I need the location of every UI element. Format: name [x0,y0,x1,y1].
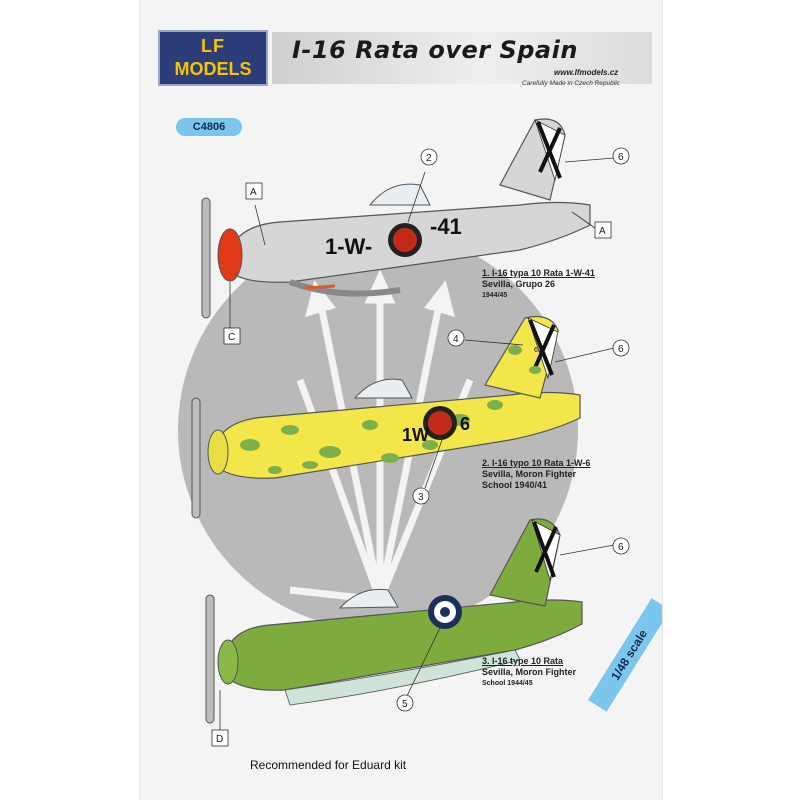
aircraft-2-tail-code: 61 [534,347,542,354]
caption-1-line1: 1. I-16 typa 10 Rata 1-W-41 [482,268,595,278]
caption-aircraft-2: 2. I-16 typo 10 Rata 1-W-6 Sevilla, Moro… [482,458,590,491]
callout-circle-4 [447,329,465,347]
aircraft-3 [205,518,583,724]
aircraft-2-code-right: 6 [460,414,470,434]
lf-models-logo: LF MODELS [158,30,268,86]
aircraft-1-code-left: 1-W- [325,234,372,259]
callout-circle-6b [612,339,630,357]
made-in-label: Carefully Made in Czech Republic [522,80,620,87]
callout-2: 2 [426,153,432,164]
callout-a1: A [250,187,257,198]
callout-6a: 6 [618,152,624,163]
aircraft-1-code-right: -41 [430,214,462,239]
aircraft-1: 1-W- -41 [201,118,591,319]
callout-box-a1 [245,182,263,200]
callout-a2: A [599,226,606,237]
caption-3-line1: 3. I-16 type 10 Rata [482,656,564,666]
callout-box-d [211,729,229,747]
callout-box-c [223,327,241,345]
caption-1-line3: 1944/45 [482,292,508,299]
caption-aircraft-1: 1. I-16 typa 10 Rata 1-W-41 Sevilla, Gru… [482,268,595,301]
caption-aircraft-3: 3. I-16 type 10 Rata Sevilla, Moron Figh… [482,656,576,689]
website-url: www.lfmodels.cz [554,68,619,77]
callout-circle-6a [612,147,630,165]
callout-6b: 6 [618,344,624,355]
header: LF MODELS I-16 Rata over Spain www.lfmod… [152,26,652,100]
callout-box-a2 [594,221,612,239]
title-band [272,32,652,84]
caption-3-line2: Sevilla, Moron Fighter [482,667,577,677]
logo-mark: LF [201,36,225,56]
artwork: 1-W- -41 1W 6 [178,118,630,747]
aircraft-2: 1W 6 61 [191,315,581,519]
aircraft-2-code-left: 1W [402,425,429,445]
caption-2-line2: Sevilla, Moron Fighter [482,469,577,479]
decal-sheet: 1-W- -41 1W 6 [140,0,662,800]
callout-6c: 6 [618,542,624,553]
callout-circle-3 [412,487,430,505]
callout-d: D [216,734,223,745]
callout-circle-6c [612,537,630,555]
callout-5: 5 [402,699,408,710]
sheet-title: I-16 Rata over Spain [292,36,578,64]
callout-c: C [228,332,235,343]
callout-circle-5 [396,694,414,712]
caption-1-line2: Sevilla, Grupo 26 [482,279,556,289]
caption-3-line3: School 1944/45 [482,680,533,687]
logo-text: MODELS [174,59,252,79]
footer-note: Recommended for Eduard kit [250,758,407,772]
caption-2-line1: 2. I-16 typo 10 Rata 1-W-6 [482,458,591,468]
catalog-badge: C4806 [176,118,242,136]
callout-3: 3 [418,492,424,503]
caption-2-line3: School 1940/41 [482,480,548,490]
callout-circle-2 [420,148,438,166]
callout-4: 4 [453,334,459,345]
